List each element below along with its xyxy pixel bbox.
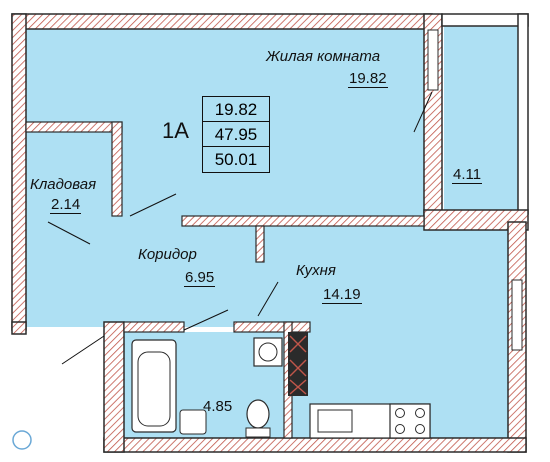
wall-top <box>11 13 433 30</box>
storage-name: Кладовая <box>30 176 97 193</box>
wall-balcony-top <box>441 13 529 27</box>
wall-bath-top <box>123 321 185 333</box>
bathtub-inner <box>137 351 171 427</box>
door-living <box>129 193 177 217</box>
door-entry <box>61 335 105 365</box>
wall-entry-bottom <box>11 321 27 335</box>
logo-icon <box>12 430 32 450</box>
living-room-name: Жилая комната <box>266 48 381 65</box>
apartment-area-with-balcony: 50.01 <box>202 146 270 173</box>
wall-bath-left <box>103 321 125 453</box>
kitchen-name: Кухня <box>296 262 336 279</box>
door-storage <box>47 221 91 245</box>
living-room-area: 19.82 <box>348 70 388 88</box>
bathroom-area: 4.85 <box>203 398 233 415</box>
wall-bottom <box>103 437 527 453</box>
stove-burner-4 <box>415 424 425 434</box>
shaft-cross-f <box>289 379 307 395</box>
wall-kitchen-stub <box>255 225 265 263</box>
door-balcony <box>413 91 433 133</box>
shaft-cross-b <box>289 335 307 353</box>
window-kitchen <box>511 279 523 351</box>
toilet <box>246 399 270 429</box>
storage-floor <box>26 130 120 216</box>
ventilation-shaft <box>288 332 308 396</box>
corridor-name: Коридор <box>138 246 197 263</box>
storage-area: 2.14 <box>50 196 82 214</box>
balcony-area: 4.11 <box>452 166 483 184</box>
door-kitchen <box>257 281 279 317</box>
kitchen-sink <box>317 409 353 433</box>
window-living <box>427 29 439 91</box>
stove-burner-2 <box>415 408 425 418</box>
wall-living-bottom <box>181 215 425 227</box>
stove <box>389 403 431 439</box>
bath-sink <box>179 409 207 435</box>
stove-burner-3 <box>395 424 405 434</box>
kitchen-area: 14.19 <box>322 286 362 304</box>
apartment-area-living: 19.82 <box>202 96 270 123</box>
door-bath <box>183 309 229 331</box>
apartment-area-total: 47.95 <box>202 121 270 148</box>
balcony-floor <box>444 26 518 210</box>
toilet-tank <box>245 427 271 438</box>
wall-kitchen-bath-top <box>233 321 311 333</box>
washing-machine-drum <box>258 342 278 362</box>
wall-storage-top <box>25 121 123 133</box>
wall-left <box>11 13 27 331</box>
stove-burner-1 <box>395 408 405 418</box>
corridor-area: 6.95 <box>184 269 216 287</box>
shaft-cross-d <box>289 359 307 377</box>
wall-storage-right <box>111 121 123 217</box>
wall-balcony-right <box>517 13 529 215</box>
corridor-floor <box>26 217 236 327</box>
apartment-code: 1A <box>162 118 189 143</box>
